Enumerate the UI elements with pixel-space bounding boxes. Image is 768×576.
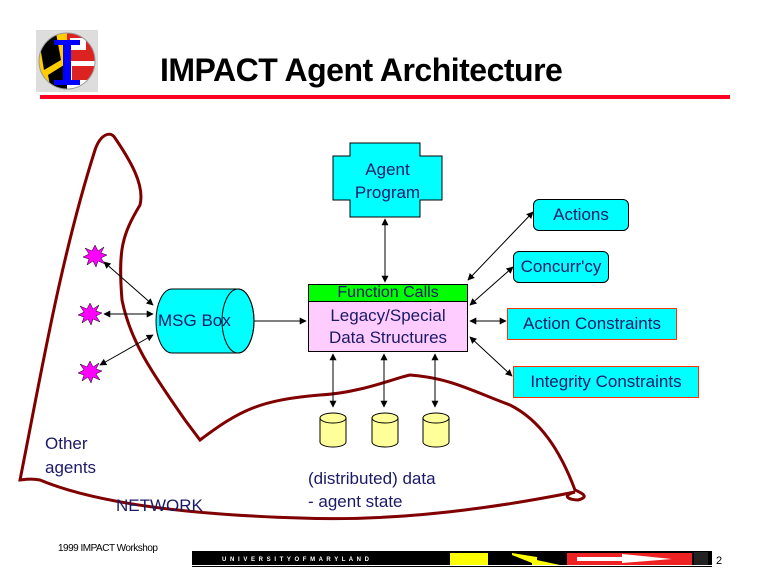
title-underline <box>40 95 730 99</box>
other-agent-icon <box>77 302 103 326</box>
university-banner: U N I V E R S I T Y O F M A R Y L A N D <box>192 551 712 567</box>
function-calls-box: Function Calls <box>308 284 468 302</box>
integrity-constraints-box: Integrity Constraints <box>513 366 699 398</box>
data-structures-box: Legacy/Special Data Structures <box>308 301 468 352</box>
footer-workshop: 1999 IMPACT Workshop <box>58 543 158 554</box>
arrow-agent1-to-msgbox <box>103 261 154 306</box>
umd-logo <box>36 30 98 92</box>
action-constraints-box: Action Constraints <box>507 308 677 340</box>
other-agent-icon <box>77 360 103 384</box>
arrow-to-integrity-constraints <box>469 336 513 377</box>
page-number: 2 <box>716 555 723 567</box>
other-agents-line2: agents <box>45 458 97 477</box>
database-icon <box>319 412 347 448</box>
distributed-data-label: (distributed) data - agent state <box>308 467 436 513</box>
arrow-agent3-to-msgbox <box>99 334 154 366</box>
agent-program-label: Agent Program <box>333 158 442 204</box>
data-structures-line2: Data Structures <box>328 327 448 347</box>
network-label: NETWORK <box>116 496 203 515</box>
database-icon <box>422 412 450 448</box>
distributed-data-line2: - agent state <box>308 492 403 511</box>
data-structures-line1: Legacy/Special <box>330 305 446 325</box>
network-boundary <box>18 132 586 521</box>
slide-title: IMPACT Agent Architecture <box>160 52 563 88</box>
actions-box: Actions <box>533 199 629 231</box>
database-icon <box>371 412 399 448</box>
agent-program-line1: Agent <box>365 160 410 179</box>
other-agents-label: Other agents <box>45 432 96 480</box>
msg-box-label: MSG Box <box>158 311 231 330</box>
agent-program-shape <box>332 142 443 218</box>
concurrency-box: Concurr'cy <box>513 251 609 283</box>
agent-program-line2: Program <box>354 183 421 202</box>
distributed-data-line1: (distributed) data <box>308 469 436 488</box>
other-agents-line1: Other <box>45 434 88 453</box>
msg-box-cylinder <box>155 288 255 354</box>
arrow-to-concurrency <box>469 266 514 306</box>
other-agent-icon <box>82 244 108 268</box>
university-name: U N I V E R S I T Y O F M A R Y L A N D <box>222 557 370 563</box>
